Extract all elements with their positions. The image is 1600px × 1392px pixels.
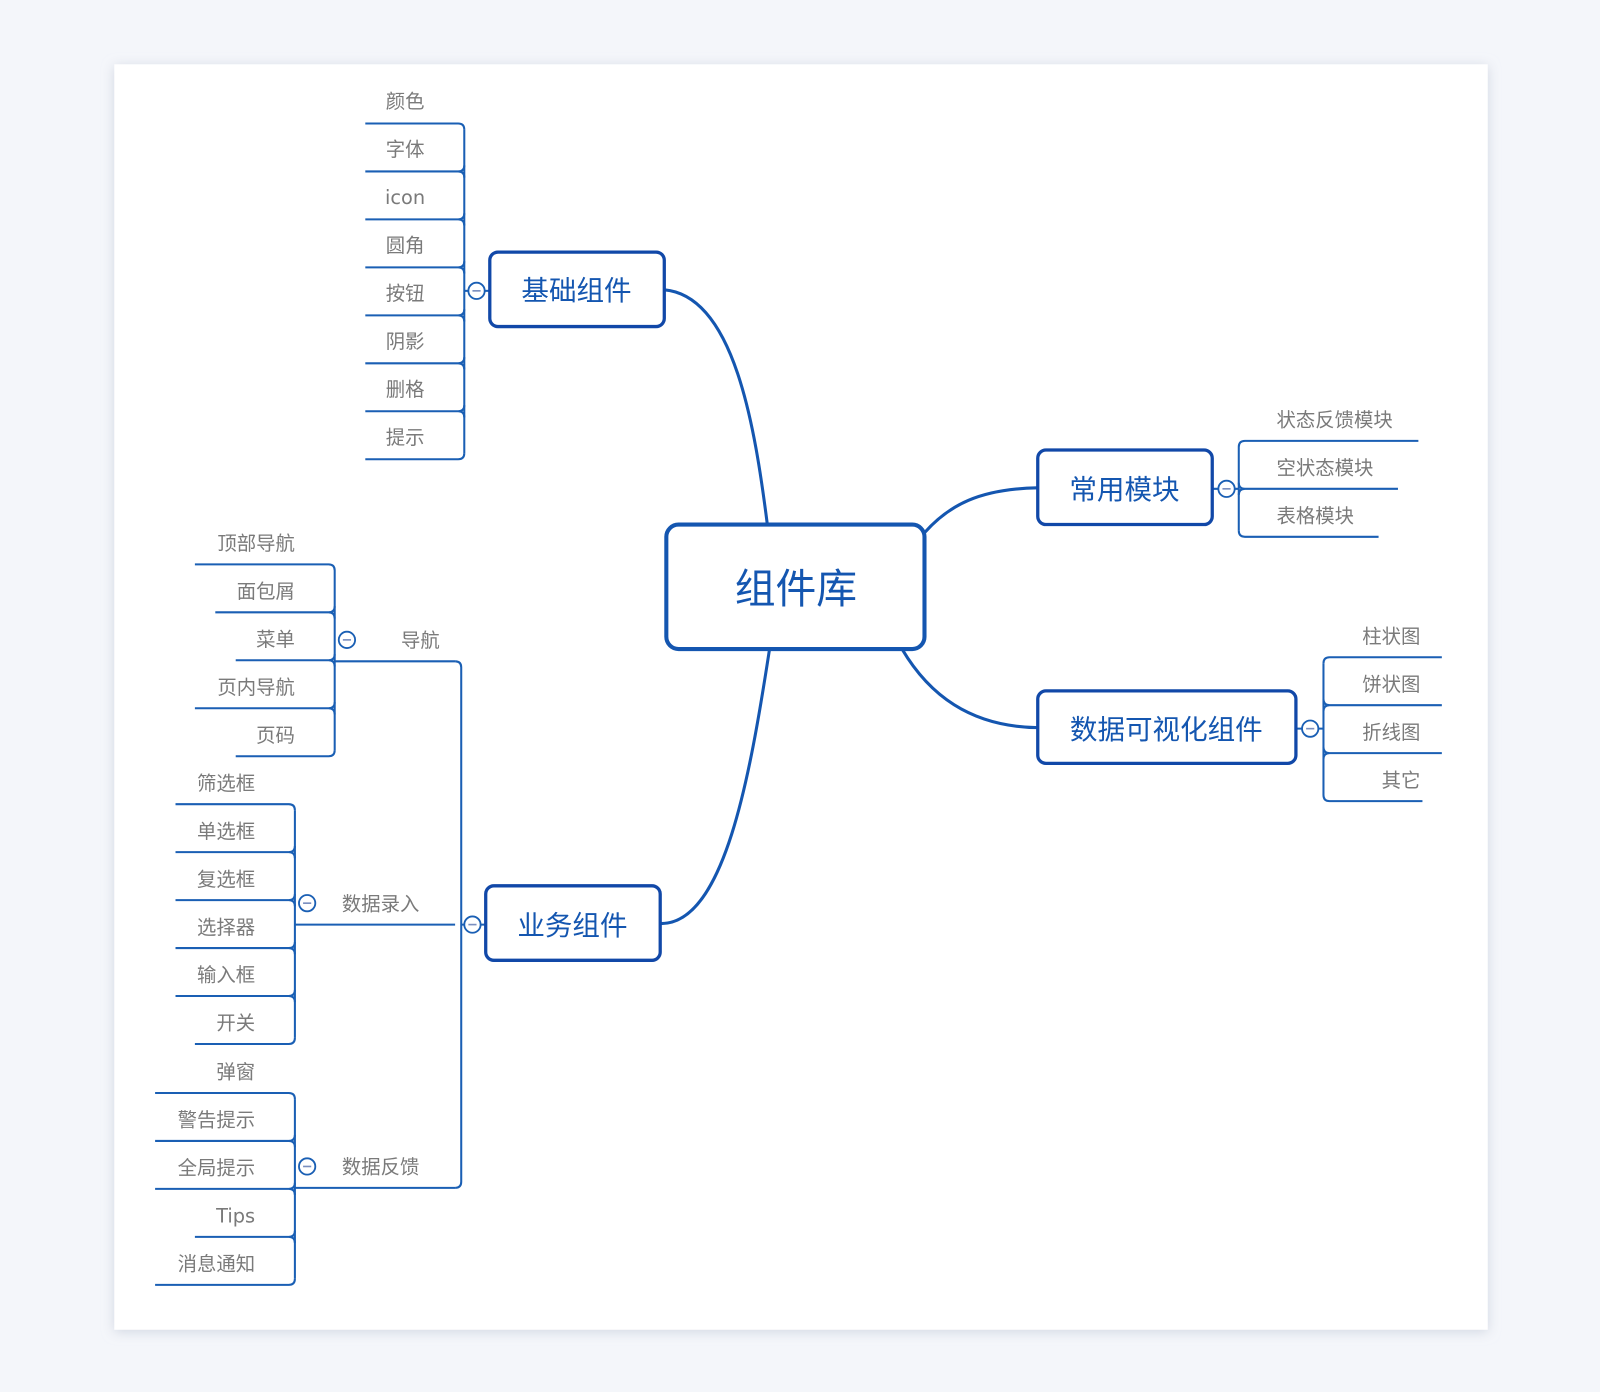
connector-dataviz [900,648,1038,730]
leaf-node[interactable]: 菜单 [256,628,295,651]
basic-node[interactable]: 基础组件 [488,250,666,329]
root-connectors [661,288,1038,926]
common-label: 常用模块 [1069,474,1179,506]
leaf-node[interactable]: 字体 [386,138,425,161]
leaf-underline [194,563,336,571]
group-label[interactable]: 导航 [401,629,440,652]
business-node[interactable]: 业务组件 [484,884,662,962]
leaf-underline [175,893,296,907]
basic-leaf-lines [365,122,490,461]
leaf-underline [365,357,466,370]
leaf-underline [365,453,466,461]
basic-collapse-toggle[interactable] [467,281,486,300]
business-collapse-toggle[interactable] [463,915,482,934]
leaf-node[interactable]: 提示 [386,426,425,449]
leaf-node[interactable]: 其它 [1382,769,1421,792]
leaf-node[interactable]: 页内导航 [217,676,295,699]
leaf-underline [235,654,336,667]
common-leaf-lines [1212,439,1419,538]
root-node[interactable]: 组件库 [664,522,927,652]
group-collapse-toggle[interactable] [298,1157,317,1176]
leaf-node[interactable]: 饼状图 [1362,673,1420,696]
leaf-underline [175,845,296,859]
leaf-node[interactable]: icon [385,186,425,209]
leaf-node[interactable]: 警告提示 [178,1109,256,1132]
leaf-underline [365,261,466,274]
leaf-underline [1237,530,1379,538]
leaf-node[interactable]: 消息通知 [178,1253,256,1276]
leaf-underline [175,941,296,955]
root-label: 组件库 [735,565,857,613]
leaf-underline [1322,656,1442,664]
leaf-underline [365,213,466,226]
leaf-node[interactable]: 顶部导航 [217,532,295,555]
common-node[interactable]: 常用模块 [1036,448,1214,527]
leaf-underline [1322,794,1423,803]
leaf-node[interactable]: 圆角 [386,234,425,257]
branch-business: 业务组件 顶部导航面包屑菜单页内导航页码导航筛选框单选框复选框选择器输入框开关数… [155,532,662,1286]
leaf-underline [1322,746,1442,760]
leaf-underline [155,1278,296,1286]
leaf-underline [365,309,466,322]
group-label[interactable]: 数据录入 [342,892,420,915]
leaf-node[interactable]: 柱状图 [1362,625,1420,648]
connector-business [661,649,771,926]
leaf-node[interactable]: 页码 [256,724,295,747]
leaf-node[interactable]: 弹窗 [216,1061,255,1084]
leaf-underline [365,165,466,178]
leaf-node[interactable]: 面包屑 [237,580,295,603]
leaf-underline [1237,482,1398,496]
leaf-underline [194,1230,296,1244]
leaf-underline [155,1091,296,1100]
dataviz-node[interactable]: 数据可视化组件 [1036,689,1298,765]
leaf-node[interactable]: 按钮 [386,282,425,305]
leaf-underline [235,750,336,758]
group-collapse-toggle[interactable] [337,630,357,649]
leaf-underline [194,702,336,715]
basic-label: 基础组件 [521,275,631,307]
common-collapse-toggle[interactable] [1217,479,1236,498]
leaf-node[interactable]: 筛选框 [197,772,255,795]
leaf-node[interactable]: 全局提示 [178,1157,256,1180]
leaf-node[interactable]: Tips [215,1205,255,1228]
leaf-underline [215,606,336,619]
leaf-node[interactable]: 输入框 [197,964,255,987]
leaf-node[interactable]: 表格模块 [1277,505,1355,528]
leaf-node[interactable]: 阴影 [386,330,425,353]
leaf-underline [155,1134,296,1148]
dataviz-label: 数据可视化组件 [1070,714,1263,746]
leaf-node[interactable]: 状态反馈模块 [1277,409,1393,432]
group-collapse-toggle[interactable] [298,894,317,913]
leaf-node[interactable]: 开关 [216,1012,255,1035]
leaf-underline [1237,439,1419,448]
business-label: 业务组件 [517,910,627,942]
leaf-node[interactable]: 删格 [386,378,425,401]
leaf-underline [365,405,466,418]
leaf-node[interactable]: 复选框 [197,868,255,891]
group-label[interactable]: 数据反馈 [342,1156,420,1179]
connector-basic [664,288,769,525]
leaf-node[interactable]: 选择器 [197,916,255,939]
leaf-underline [175,989,296,1003]
leaf-node[interactable]: 空状态模块 [1277,457,1374,480]
leaf-underline [1322,699,1442,712]
leaf-underline [365,122,466,130]
leaf-node[interactable]: 颜色 [386,90,425,113]
business-lines [155,563,486,1286]
leaf-node[interactable]: 单选框 [197,820,255,843]
leaf-underline [175,803,296,811]
dataviz-collapse-toggle[interactable] [1301,719,1320,738]
connector-common [923,486,1038,534]
leaf-underline [155,1182,296,1196]
leaf-node[interactable]: 折线图 [1362,721,1420,744]
leaf-underline [194,1037,296,1046]
